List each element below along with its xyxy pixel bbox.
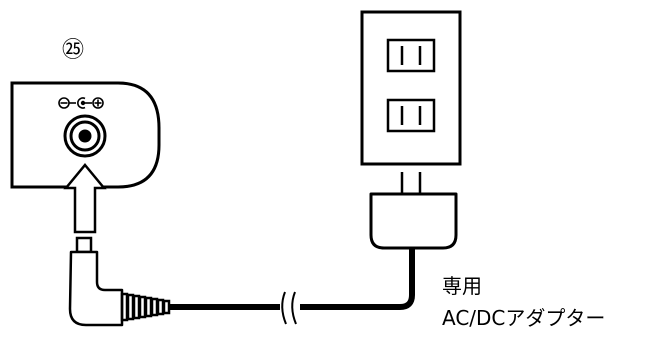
adapter-cable — [169, 243, 415, 310]
adapter-label-line2: AC/DCアダプター — [442, 306, 606, 330]
outlet-socket-bottom — [386, 98, 436, 133]
strain-relief-ridges — [120, 292, 171, 322]
cable-break-icon — [280, 290, 300, 326]
polarity-symbol-icon — [58, 97, 104, 109]
dc-jack-panel — [10, 81, 161, 189]
dc-plug — [68, 236, 171, 327]
insert-arrow-icon — [63, 163, 107, 234]
wall-outlet — [360, 10, 462, 166]
ac-adapter — [369, 172, 458, 250]
adapter-label-line1: 専用 — [442, 274, 482, 298]
dc-jack-icon — [63, 114, 107, 158]
outlet-socket-top — [386, 38, 436, 73]
callout-number: ㉕ — [62, 38, 85, 63]
